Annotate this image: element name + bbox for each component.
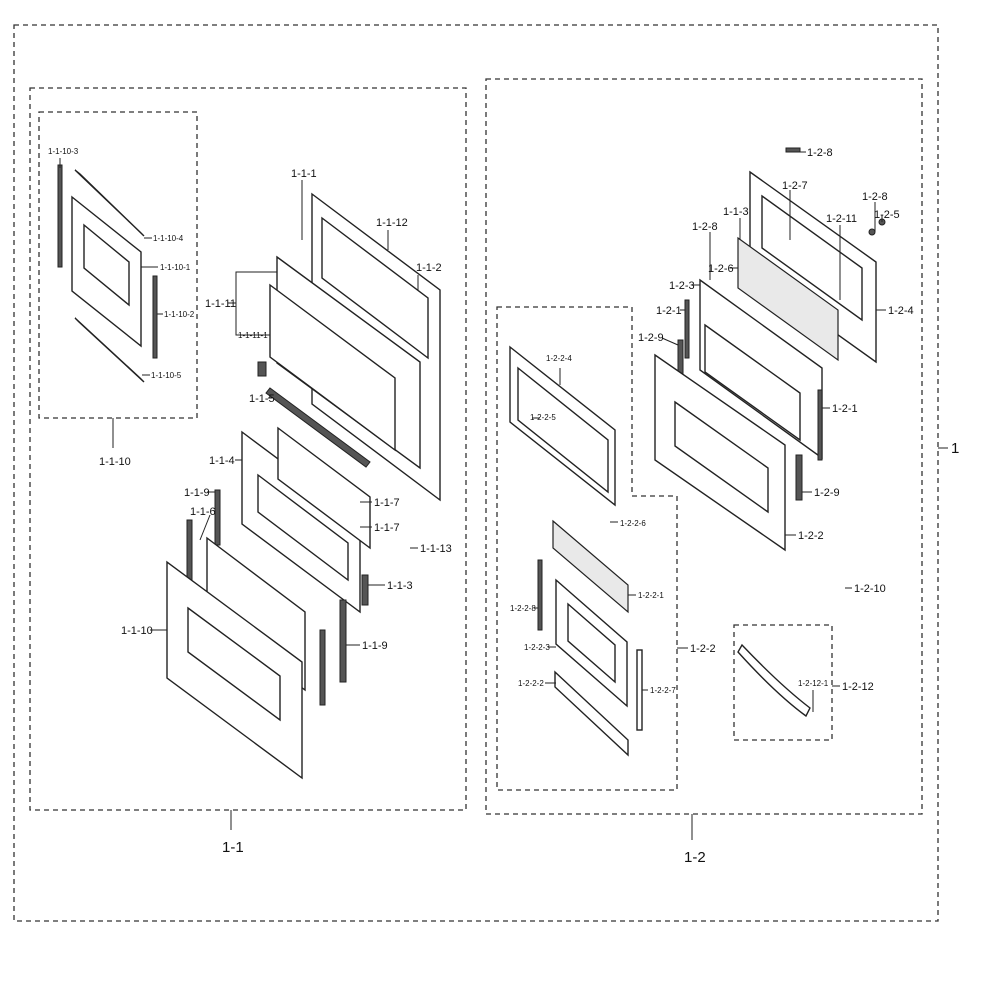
part-1-1-10-outer-window [187, 606, 281, 722]
part-1-2-1-strip-b [817, 389, 823, 461]
label-1-2-2-8: 1-2-2-8 [510, 604, 536, 613]
label-1-2-5: 1-2-5 [874, 209, 900, 221]
label-1-1-10-4: 1-1-10-4 [153, 234, 184, 243]
part-1-2-4-window [761, 194, 863, 322]
label-1-2-6: 1-2-6 [708, 263, 734, 275]
part-1-1-4-window [257, 473, 349, 582]
label-1-1-1: 1-1-1 [291, 168, 317, 180]
label-1-2-2-5: 1-2-2-5 [530, 413, 556, 422]
part-1-2-2-3-window [567, 602, 616, 684]
group-1-2-box [485, 78, 923, 815]
label-1-2-2b: 1-2-2 [690, 643, 716, 655]
inner-glass-subassembly [57, 164, 158, 383]
label-1-2-8a: 1-2-8 [807, 147, 833, 159]
label-1-1-12: 1-1-12 [376, 217, 408, 229]
label-1-1-5: 1-1-5 [249, 393, 275, 405]
label-1-1-7a: 1-1-7 [374, 497, 400, 509]
part-1-1-10-3-strip [57, 164, 63, 268]
label-1-1-11-1: 1-1-11-1 [238, 331, 268, 340]
part-1-2-1-strip-a [684, 299, 690, 359]
label-1-2-7: 1-2-7 [782, 180, 808, 192]
assembly-1-box [13, 24, 939, 922]
part-1-2-2-outer-window [674, 400, 769, 514]
label-1-2-9b: 1-2-9 [814, 487, 840, 499]
group-1-2-2-box [496, 306, 678, 791]
label-group-1-1: 1-1 [222, 839, 244, 856]
label-1-2-2-4: 1-2-2-4 [546, 354, 572, 363]
part-1-1-5-clip [257, 361, 267, 377]
label-1-1-10-5: 1-1-10-5 [151, 371, 182, 380]
label-1-2-12-1: 1-2-12-1 [798, 679, 829, 688]
label-1-2-4: 1-2-4 [888, 305, 914, 317]
label-1-2-1b: 1-2-1 [832, 403, 858, 415]
label-1-1-6: 1-1-6 [190, 506, 216, 518]
door-1-2-parts [654, 147, 886, 552]
part-1-2-2-7-strip [636, 649, 643, 731]
part-1-2-8-screw [785, 147, 801, 153]
part-1-2-1-panel [704, 323, 801, 442]
label-1-2-2-6: 1-2-2-6 [620, 519, 646, 528]
label-group-1-2: 1-2 [684, 849, 706, 866]
label-1-1-10-3: 1-1-10-3 [48, 147, 79, 156]
part-1-1-10-1-window [83, 223, 130, 307]
label-1-1-10-2: 1-1-10-2 [164, 310, 195, 319]
label-1-2-10: 1-2-10 [854, 583, 886, 595]
label-1-1-3: 1-1-3 [387, 580, 413, 592]
part-1-2-2-1-bracket [552, 519, 629, 614]
door-1-1-parts [166, 192, 441, 780]
label-1-2-12: 1-2-12 [842, 681, 874, 693]
label-1-1-9b: 1-1-9 [362, 640, 388, 652]
part-1-2-6-glass [737, 236, 839, 362]
label-assembly-1: 1 [951, 440, 959, 457]
label-1-2-2-3: 1-2-2-3 [524, 643, 550, 652]
label-1-1-10-1: 1-1-10-1 [160, 263, 191, 272]
label-1-1-4: 1-1-4 [209, 455, 235, 467]
label-1-2-8c: 1-2-8 [692, 221, 718, 233]
group-1-1-box [29, 87, 467, 811]
label-1-1-9a: 1-1-9 [184, 487, 210, 499]
label-1-1-10: 1-1-10 [121, 625, 153, 637]
part-1-1-12-rear-window [321, 216, 429, 360]
part-1-2-2-8-strip [537, 559, 543, 631]
part-1-2-9-strip-b [795, 454, 803, 501]
label-1-1-2: 1-1-2 [416, 262, 442, 274]
label-1-1-3r: 1-1-3 [723, 206, 749, 218]
subassembly-1-2-2-parts [509, 345, 643, 757]
part-1-2-2-5-glass-face [517, 366, 609, 494]
part-1-1-6-side [319, 629, 326, 706]
part-1-2-8-screw-b [868, 228, 876, 236]
part-1-1-10-4-bracket [74, 169, 145, 237]
label-1-2-8b: 1-2-8 [862, 191, 888, 203]
part-1-1-9-strip-a [214, 489, 221, 546]
part-1-2-12-handle [737, 643, 811, 718]
part-1-1-3-strip [361, 574, 369, 606]
label-1-2-9a: 1-2-9 [638, 332, 664, 344]
part-1-1-11-1-gasket [269, 283, 396, 452]
leader-lines [59, 151, 948, 840]
label-1-1-11: 1-1-11 [205, 298, 236, 310]
label-1-2-11: 1-2-11 [826, 213, 857, 225]
label-1-1-13: 1-1-13 [420, 543, 452, 555]
label-1-2-3: 1-2-3 [669, 280, 695, 292]
label-1-2-2-7: 1-2-2-7 [650, 686, 676, 695]
label-1-1-10-group: 1-1-10 [99, 456, 131, 468]
part-1-1-10-5-bracket [74, 317, 145, 383]
part-1-1-9-strip-b [339, 599, 347, 683]
part-1-1-5-strip [265, 387, 371, 468]
label-1-2-2-2: 1-2-2-2 [518, 679, 544, 688]
part-1-1-7-glass-a [277, 426, 371, 550]
label-1-2-1a: 1-2-1 [656, 305, 682, 317]
part-labels: 1 1-1 1-2 1-1-10-3 1-1-10-4 1-1-10-1 1-1… [48, 147, 959, 866]
group-1-1-10-box [38, 111, 198, 419]
part-1-2-2-2-strip [554, 670, 629, 757]
part-1-1-10-2-strip [152, 275, 158, 359]
label-1-1-7b: 1-1-7 [374, 522, 400, 534]
label-1-2-2a: 1-2-2 [798, 530, 824, 542]
group-1-2-12-box [733, 624, 833, 741]
label-1-2-2-1: 1-2-2-1 [638, 591, 664, 600]
